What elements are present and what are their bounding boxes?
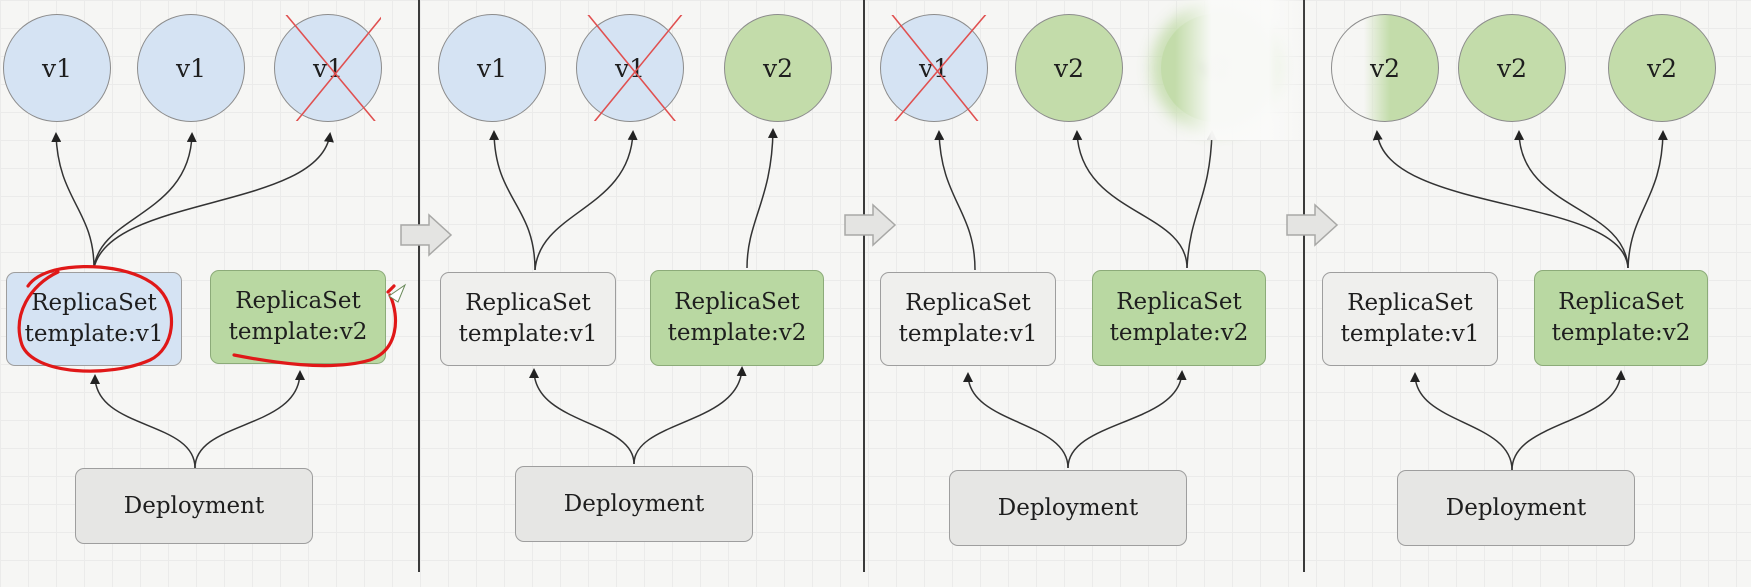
- panel-step-2: v1 v1 v2 ReplicaSet template:v1 ReplicaS…: [420, 0, 863, 587]
- pod-label: v2: [1053, 53, 1085, 83]
- replicaset-template: template:v1: [24, 321, 164, 347]
- deployment-label: Deployment: [123, 493, 265, 519]
- replicaset-template: template:v1: [1340, 321, 1480, 347]
- replicaset-template: template:v1: [458, 321, 598, 347]
- replicaset-v2: ReplicaSet template:v2: [1534, 270, 1708, 366]
- panel-divider-1: [418, 0, 420, 572]
- replicaset-kind: ReplicaSet: [1558, 289, 1684, 315]
- replicaset-template: template:v2: [667, 320, 807, 346]
- pod-label: v1: [476, 53, 508, 83]
- pod-label: v1: [175, 53, 207, 83]
- replicaset-kind: ReplicaSet: [905, 290, 1031, 316]
- image-glare: [1175, 0, 1305, 140]
- panel-step-1: v1 v1 v1 ReplicaSet template:v1 ReplicaS…: [0, 0, 418, 587]
- replicaset-kind: ReplicaSet: [31, 290, 157, 316]
- pod-v1-deleted: v1: [576, 14, 684, 122]
- pod-v2: v2: [1331, 14, 1439, 122]
- pod-label: v2: [1496, 53, 1528, 83]
- pod-label: v2: [1369, 53, 1401, 83]
- replicaset-kind: ReplicaSet: [465, 290, 591, 316]
- panel-step-4: v2 v2 v2 ReplicaSet template:v1 ReplicaS…: [1305, 0, 1751, 587]
- next-step-arrow-icon: [844, 203, 897, 247]
- panel-divider-3: [1303, 0, 1305, 572]
- replicaset-v2: ReplicaSet template:v2: [210, 270, 386, 364]
- pod-v2: v2: [1015, 14, 1123, 122]
- pod-label: v1: [41, 53, 73, 83]
- pod-v2: v2: [1608, 14, 1716, 122]
- pod-v2: v2: [724, 14, 832, 122]
- connector-arrows: [489, 128, 778, 465]
- deployment-box: Deployment: [949, 470, 1187, 546]
- pod-label: v2: [762, 53, 794, 83]
- deployment-label: Deployment: [997, 495, 1139, 521]
- replicaset-v2: ReplicaSet template:v2: [1092, 270, 1266, 366]
- deployment-box: Deployment: [1397, 470, 1635, 546]
- replicaset-template: template:v2: [1109, 320, 1249, 346]
- deployment-box: Deployment: [75, 468, 313, 544]
- pod-v2: v2: [1458, 14, 1566, 122]
- pod-v1-deleted: v1: [880, 14, 988, 122]
- connector-arrows: [1372, 130, 1668, 471]
- delete-x-mark: [285, 15, 381, 121]
- replicaset-kind: ReplicaSet: [235, 288, 361, 314]
- replicaset-v1: ReplicaSet template:v1: [1322, 272, 1498, 366]
- delete-x-mark: [587, 15, 683, 121]
- pod-v1-deleted: v1: [274, 14, 382, 122]
- replicaset-kind: ReplicaSet: [674, 289, 800, 315]
- next-step-arrow-icon: [400, 213, 453, 257]
- replicaset-v1: ReplicaSet template:v1: [440, 272, 616, 366]
- pod-v1: v1: [3, 14, 111, 122]
- panel-divider-2: [863, 0, 865, 572]
- replicaset-v2: ReplicaSet template:v2: [650, 270, 824, 366]
- replicaset-kind: ReplicaSet: [1116, 289, 1242, 315]
- delete-x-mark: [891, 15, 987, 121]
- pod-v1: v1: [137, 14, 245, 122]
- deployment-label: Deployment: [563, 491, 705, 517]
- connector-arrows: [934, 130, 1217, 469]
- deployment-label: Deployment: [1445, 495, 1587, 521]
- pod-v1: v1: [438, 14, 546, 122]
- replicaset-template: template:v2: [1551, 320, 1691, 346]
- deployment-box: Deployment: [515, 466, 753, 542]
- next-step-arrow-icon: [1286, 203, 1339, 247]
- replicaset-v1: ReplicaSet template:v1: [880, 272, 1056, 366]
- replicaset-template: template:v1: [898, 321, 1038, 347]
- replicaset-kind: ReplicaSet: [1347, 290, 1473, 316]
- replicaset-template: template:v2: [228, 319, 368, 345]
- connector-arrows: [51, 132, 334, 469]
- pod-label: v2: [1646, 53, 1678, 83]
